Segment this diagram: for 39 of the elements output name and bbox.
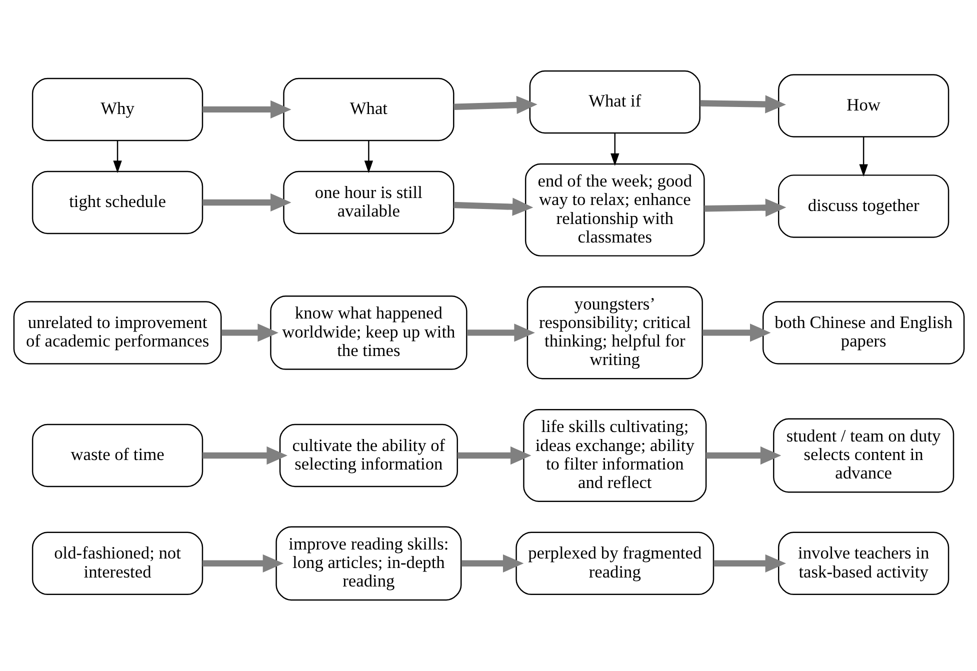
arrow [610,133,619,166]
node-box: What if [528,70,700,134]
arrow [220,324,278,342]
arrow [202,100,291,119]
arrow [700,95,786,114]
arrow [364,140,373,174]
arrow [858,137,868,177]
node-box: cultivate the ability of selecting information [278,424,458,488]
node-box: waste of time [31,424,203,488]
node-box: know what happened worldwide; keep up with the times [270,296,467,370]
arrow [453,198,533,216]
node-box: Why [31,78,203,142]
arrow [112,140,122,174]
arrow [702,324,770,342]
node-box: improve reading skills: long articles; in-depth reading [275,526,462,601]
arrow [453,96,537,114]
node-box: end of the week; good way to relax; enhance relationship with classmates [524,163,704,256]
node-box: life skills cultivating; ideas exchange; ability to filter information and reflect [522,409,706,502]
arrow [457,446,531,465]
arrow [202,446,287,465]
arrow [202,554,284,572]
node-box: discuss together [778,174,949,238]
arrow [466,324,534,342]
node-box: both Chinese and English papers [762,301,964,364]
node-box: tight schedule [31,170,203,234]
node-box: old-fashioned; not interested [31,532,203,596]
arrow [460,554,524,572]
node-box: perplexed by fragmented reading [515,532,714,596]
node-box: student / team on duty selects content in advance [772,418,954,493]
arrow [704,198,786,217]
arrow [202,193,291,212]
node-box: What [282,78,454,142]
node-box: youngsters’ responsibility; critical thinking; helpful for writing [526,286,702,380]
node-box: How [778,74,949,138]
node-box: unrelated to improvement of academic performances [12,301,222,364]
node-box: one hour is still available [282,170,454,234]
arrow [713,554,786,572]
arrow [706,446,781,465]
node-box: involve teachers in task-based activity [778,532,949,596]
